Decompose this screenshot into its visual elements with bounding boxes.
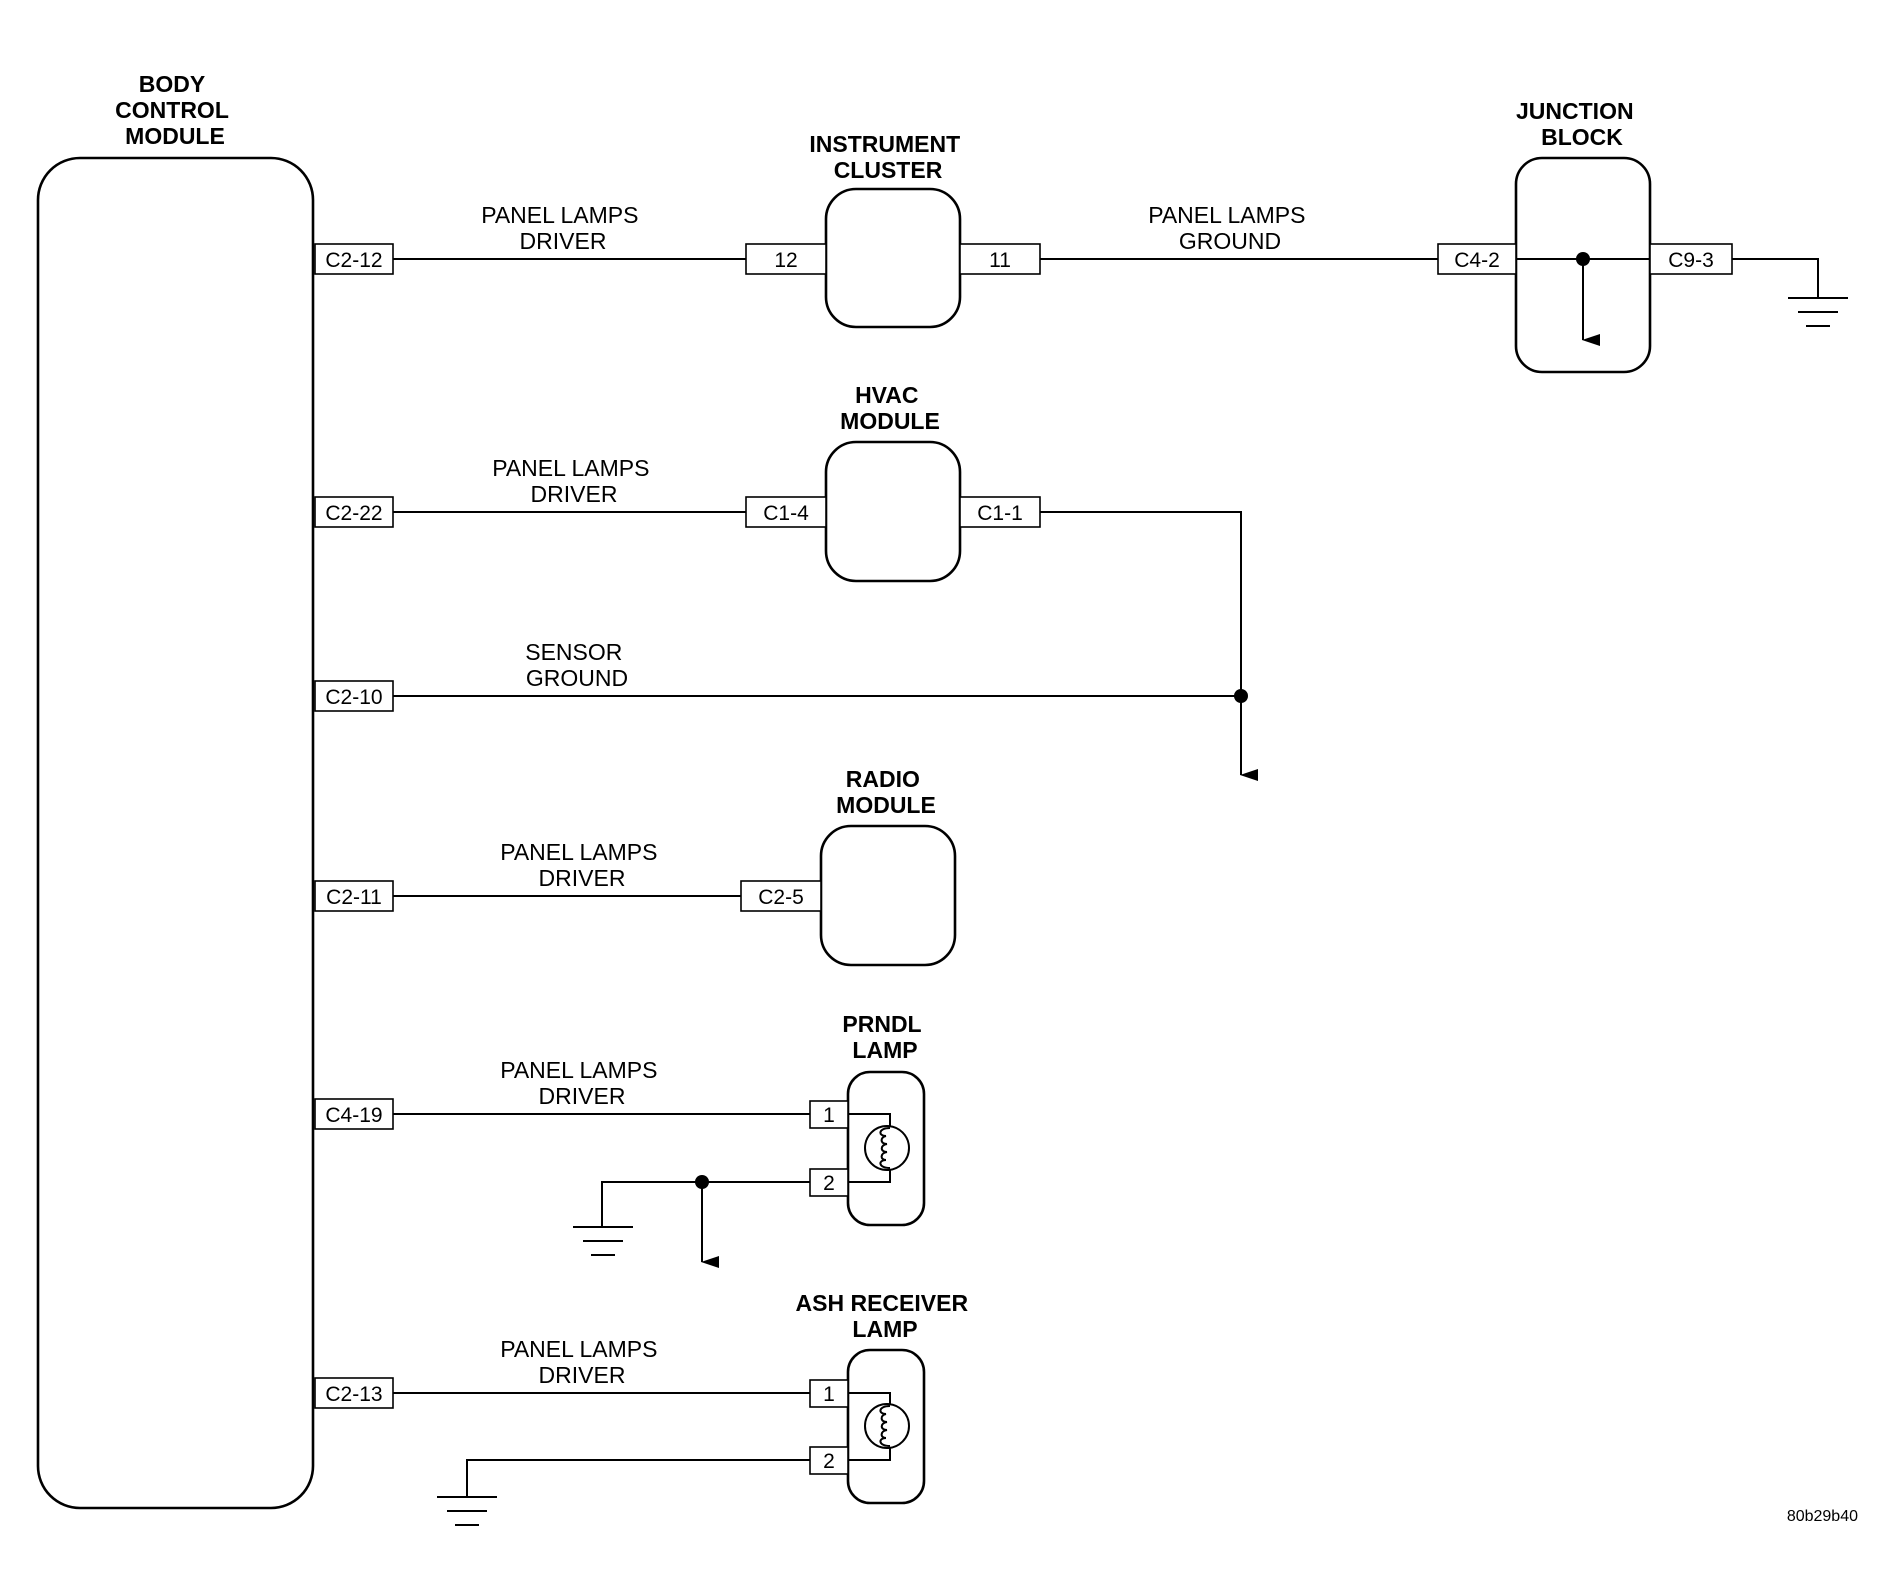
bcm-pin-c2-10: C2-10 xyxy=(314,680,394,712)
svg-text:12: 12 xyxy=(774,249,797,272)
body-control-module: BODY CONTROL MODULE xyxy=(36,71,315,1510)
ground-symbol-prndl xyxy=(573,1226,633,1256)
svg-text:1: 1 xyxy=(823,1104,835,1127)
wire-label-radio-driver: PANEL LAMPS DRIVER xyxy=(500,839,664,891)
svg-text:C2-12: C2-12 xyxy=(325,249,382,272)
radio-module-title: RADIO MODULE xyxy=(836,766,936,818)
ash-pin-1: 1 xyxy=(809,1379,849,1408)
svg-text:C1-4: C1-4 xyxy=(763,502,809,525)
ground-symbol-jb xyxy=(1788,297,1848,327)
prndl-bulb-icon xyxy=(848,1113,910,1183)
ash-bulb-icon xyxy=(848,1392,910,1461)
ic-pin-12: 12 xyxy=(745,243,827,275)
wire-prndl-ground xyxy=(601,1181,810,1227)
ash-receiver-lamp-title: ASH RECEIVER LAMP xyxy=(796,1290,975,1342)
prndl-lamp-title: PRNDL LAMP xyxy=(842,1011,927,1063)
svg-text:C2-11: C2-11 xyxy=(326,886,382,909)
wire-label-ic-ground: PANEL LAMPS GROUND xyxy=(1148,202,1312,254)
wire-jb-to-ground xyxy=(1732,258,1819,298)
junction-block-title: JUNCTION BLOCK xyxy=(1516,98,1640,150)
hvac-module-title: HVAC MODULE xyxy=(840,382,940,434)
wire-label-ic-driver: PANEL LAMPS DRIVER xyxy=(481,202,645,254)
ash-pin-2: 2 xyxy=(809,1446,849,1475)
wire-ash-ground xyxy=(466,1459,810,1497)
instrument-cluster: INSTRUMENT CLUSTER xyxy=(809,131,966,329)
svg-text:C2-22: C2-22 xyxy=(325,502,382,525)
ic-pin-11: 11 xyxy=(959,243,1041,275)
bcm-pin-c2-13: C2-13 xyxy=(314,1377,394,1409)
svg-text:11: 11 xyxy=(989,249,1011,272)
svg-text:C2-5: C2-5 xyxy=(758,886,804,909)
svg-text:2: 2 xyxy=(823,1172,835,1195)
wire-label-prndl-driver: PANEL LAMPS DRIVER xyxy=(500,1057,664,1109)
svg-text:C1-1: C1-1 xyxy=(977,502,1023,525)
svg-text:C2-13: C2-13 xyxy=(325,1383,382,1406)
bcm-pin-c2-12: C2-12 xyxy=(314,243,394,275)
svg-text:1: 1 xyxy=(823,1383,835,1406)
svg-text:2: 2 xyxy=(823,1450,835,1473)
svg-text:C4-2: C4-2 xyxy=(1454,249,1500,272)
prndl-pin-2: 2 xyxy=(809,1168,849,1197)
wire-hvac-ground xyxy=(1040,511,1242,696)
figure-code: 80b29b40 xyxy=(1787,1508,1858,1525)
radio-pin-c2-5: C2-5 xyxy=(740,880,822,912)
prndl-lamp: PRNDL LAMP xyxy=(842,1011,927,1227)
wire-label-ash-driver: PANEL LAMPS DRIVER xyxy=(500,1336,664,1388)
hvac-pin-c1-1: C1-1 xyxy=(959,496,1041,528)
jb-pin-c4-2: C4-2 xyxy=(1437,243,1517,275)
radio-module: RADIO MODULE xyxy=(819,766,957,967)
wire-label-hvac-driver: PANEL LAMPS DRIVER xyxy=(492,455,656,507)
svg-text:C9-3: C9-3 xyxy=(1668,249,1714,272)
bcm-pin-c4-19: C4-19 xyxy=(314,1098,394,1130)
wire-label-sensor-ground: SENSOR GROUND xyxy=(525,639,629,691)
bcm-pin-c2-11: C2-11 xyxy=(314,880,394,912)
hvac-module: HVAC MODULE xyxy=(824,382,962,583)
jb-pin-c9-3: C9-3 xyxy=(1649,243,1733,275)
instrument-cluster-title: INSTRUMENT CLUSTER xyxy=(809,131,966,183)
ground-symbol-ash xyxy=(437,1496,497,1526)
svg-text:C2-10: C2-10 xyxy=(325,686,382,709)
bcm-pin-c2-22: C2-22 xyxy=(314,496,394,528)
hvac-pin-c1-4: C1-4 xyxy=(745,496,827,528)
prndl-pin-1: 1 xyxy=(809,1100,849,1129)
svg-text:C4-19: C4-19 xyxy=(325,1104,382,1127)
bcm-title: BODY CONTROL MODULE xyxy=(115,71,235,149)
